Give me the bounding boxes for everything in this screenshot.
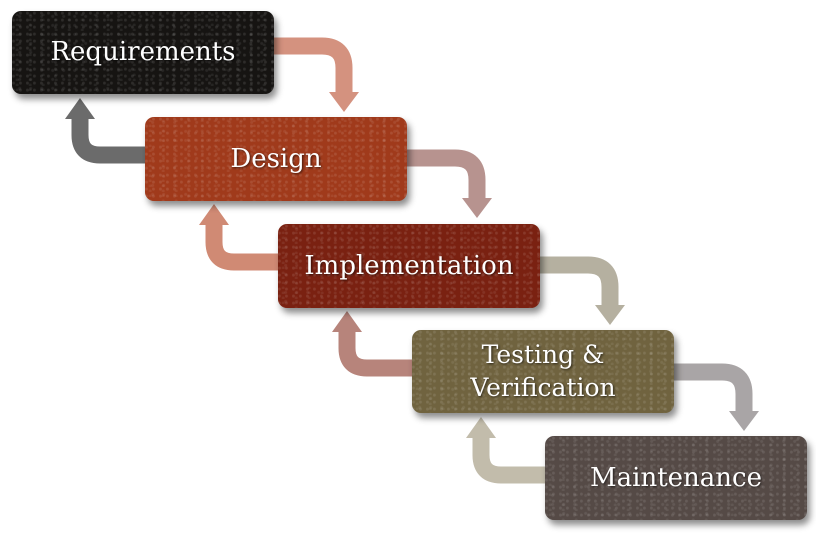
stage-label-design: Design (230, 143, 322, 174)
stage-label-requirements: Requirements (50, 37, 236, 68)
stage-design: Design (145, 117, 407, 201)
stage-label-testing-verification: Testing & Verification (470, 340, 616, 402)
back-arrow-implementation-to-design (199, 204, 278, 271)
forward-arrow-testing-to-maintenance (674, 363, 759, 431)
forward-arrow-requirements-to-design (274, 37, 359, 112)
back-arrow-maintenance-to-testing (466, 417, 545, 484)
back-arrow-testing-to-implementation (332, 311, 412, 377)
stage-maintenance: Maintenance (545, 436, 807, 520)
forward-arrow-design-to-implementation (407, 149, 492, 218)
forward-arrow-implementation-to-testing (540, 256, 625, 325)
stage-requirements: Requirements (12, 11, 274, 94)
stage-label-implementation: Implementation (304, 250, 514, 281)
stage-label-maintenance: Maintenance (590, 462, 762, 493)
back-arrow-design-to-requirements (65, 98, 145, 164)
stage-testing-verification: Testing & Verification (412, 330, 674, 413)
stage-implementation: Implementation (278, 224, 540, 308)
